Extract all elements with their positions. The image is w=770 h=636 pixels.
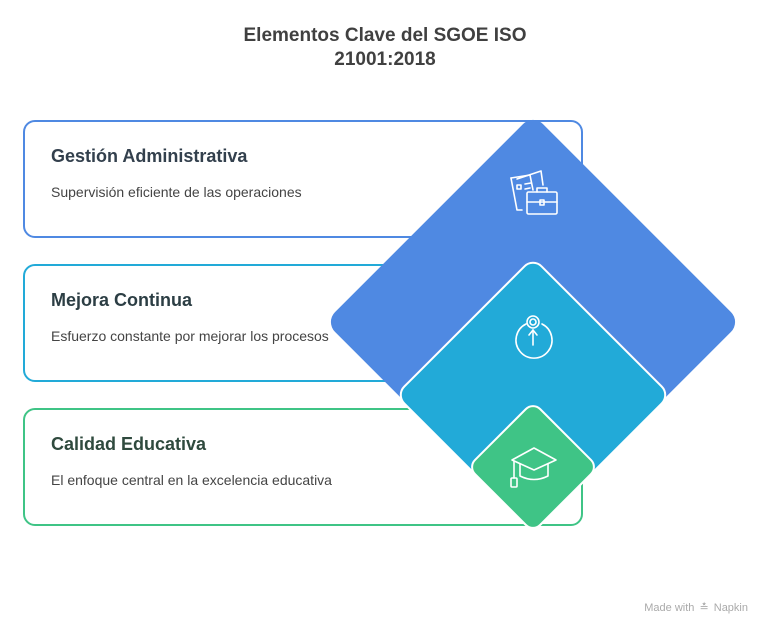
card-description: Supervisión eficiente de las operaciones: [51, 184, 302, 200]
made-with-label: Made with: [644, 602, 695, 614]
title-line-1: Elementos Clave del SGOE ISO: [243, 25, 527, 46]
card-description: El enfoque central en la excelencia educ…: [51, 472, 332, 488]
documents-briefcase-icon: [510, 170, 558, 215]
title-line-2: 21001:2018: [334, 49, 436, 70]
card-description: Esfuerzo constante por mejorar los proce…: [51, 328, 329, 344]
graduation-cap-icon: [510, 447, 557, 488]
diamond-calidad-educativa: [471, 405, 595, 529]
card-title: Calidad Educativa: [51, 434, 207, 454]
card-title: Mejora Continua: [51, 290, 193, 310]
footer-attribution: Made with ≛ Napkin: [644, 601, 748, 614]
growth-target-icon: [515, 315, 553, 359]
diamond-mejora-continua: [399, 261, 667, 529]
diagram-title: Elementos Clave del SGOE ISO 21001:2018: [0, 24, 770, 72]
brand-label: Napkin: [713, 602, 748, 614]
card-title: Gestión Administrativa: [51, 146, 248, 166]
napkin-logo-icon: ≛: [699, 602, 709, 614]
